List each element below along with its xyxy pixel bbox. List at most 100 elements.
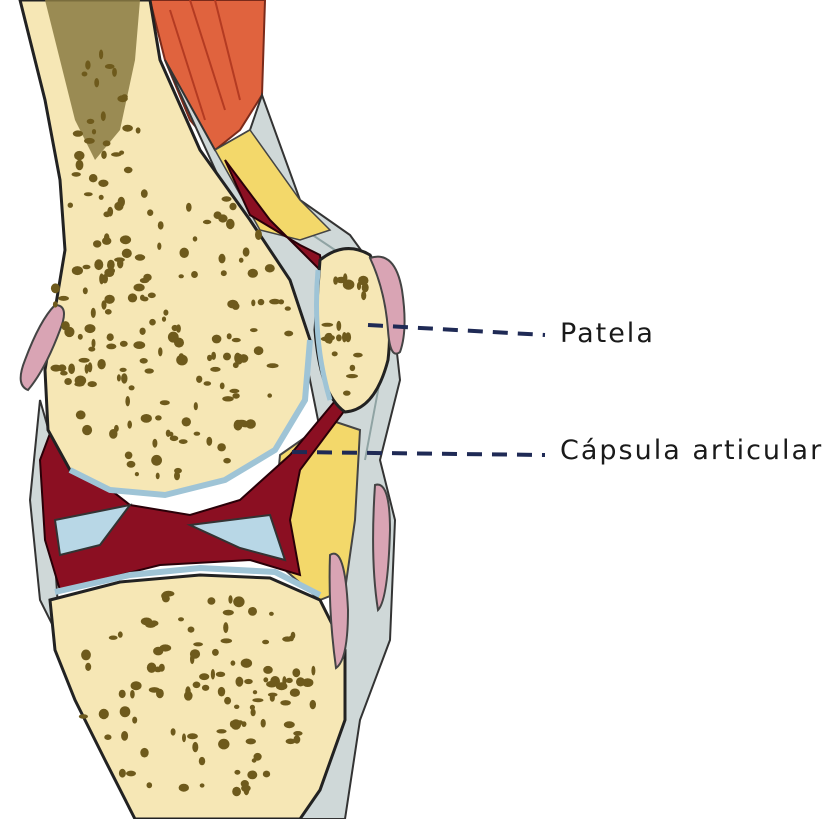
bone-pore <box>332 351 338 356</box>
bone-pore <box>135 254 145 260</box>
bone-pore <box>310 700 316 709</box>
bone-pore <box>284 721 295 728</box>
bone-pore <box>243 247 250 256</box>
bone-pore <box>91 308 96 318</box>
bone-pore <box>285 306 291 310</box>
bone-pore <box>169 432 174 437</box>
bone-pore <box>140 295 145 301</box>
bone-pore <box>182 417 191 426</box>
bone-pore <box>107 262 114 269</box>
bone-pore <box>85 60 90 69</box>
bone-pore <box>176 324 181 332</box>
bone-pore <box>361 291 366 300</box>
bone-pore <box>99 709 109 719</box>
bone-pore <box>84 138 95 144</box>
bone-pore <box>51 365 62 372</box>
bone-pore <box>156 689 164 698</box>
bone-pore <box>140 328 146 335</box>
bone-pore <box>140 278 149 283</box>
bone-pore <box>117 374 121 381</box>
bone-pore <box>321 323 333 327</box>
bone-pore <box>64 378 72 385</box>
bone-pore <box>192 742 198 752</box>
bone-pore <box>202 685 209 691</box>
bone-pore <box>231 660 236 665</box>
bone-pore <box>119 151 124 155</box>
bone-pore <box>122 125 133 132</box>
bone-pore <box>156 473 160 480</box>
bone-pore <box>124 167 133 173</box>
bone-pore <box>182 733 186 742</box>
bone-pore <box>252 758 257 762</box>
bone-pore <box>161 593 166 599</box>
bone-pore <box>82 425 92 435</box>
bone-pore <box>107 333 114 341</box>
bone-pore <box>112 68 117 77</box>
bone-pore <box>136 127 141 133</box>
bone-pore <box>353 353 363 358</box>
bone-pore <box>242 721 247 727</box>
bone-pore <box>163 310 168 316</box>
bone-pore <box>217 443 226 451</box>
bone-pore <box>92 129 96 134</box>
bone-pore <box>223 458 231 464</box>
bone-pore <box>147 782 153 788</box>
bone-pore <box>125 452 133 460</box>
bone-pore <box>140 358 148 364</box>
bone-pore <box>194 402 198 410</box>
bone-pore <box>114 202 123 211</box>
bone-pore <box>103 211 110 217</box>
bone-pore <box>120 341 128 347</box>
bone-pore <box>234 353 241 364</box>
tibia-bone <box>50 568 345 819</box>
bone-pore <box>133 341 145 349</box>
bone-pore <box>179 784 189 792</box>
bone-pore <box>76 160 84 171</box>
bone-pore <box>211 352 216 360</box>
bone-pore <box>85 324 96 333</box>
bone-pore <box>210 367 220 372</box>
bone-pore <box>105 64 115 69</box>
bone-pore <box>130 690 135 699</box>
bone-pore <box>179 353 184 357</box>
bone-pore <box>265 264 275 272</box>
bone-pore <box>241 659 252 668</box>
bone-pore <box>94 78 99 87</box>
bone-pore <box>101 151 107 159</box>
bone-pore <box>180 248 189 258</box>
bone-pore <box>206 437 212 446</box>
bone-pore <box>346 374 358 378</box>
bone-pore <box>141 189 148 198</box>
bone-pore <box>278 299 284 304</box>
bone-pore <box>89 174 98 182</box>
bone-pore <box>125 396 130 406</box>
bone-pore <box>131 681 142 690</box>
bone-pore <box>250 328 258 332</box>
bone-pore <box>311 666 315 676</box>
bone-pore <box>250 705 255 710</box>
bone-pore <box>141 414 152 423</box>
bone-pore <box>216 729 226 733</box>
bone-pore <box>254 346 264 355</box>
bone-pore <box>269 612 274 616</box>
bone-pore <box>255 229 262 240</box>
bone-pore <box>72 266 83 275</box>
bone-pore <box>270 694 275 702</box>
bone-pore <box>121 373 127 383</box>
bone-pore <box>227 300 238 309</box>
bone-pore <box>92 339 96 348</box>
bone-pore <box>76 410 86 419</box>
bone-pore <box>127 421 132 429</box>
bone-pore <box>223 622 228 633</box>
capsula-articular-label: Cápsula articular <box>560 435 823 466</box>
bone-pore <box>152 439 157 448</box>
bone-pore <box>83 287 88 294</box>
bone-pore <box>218 687 225 697</box>
bone-pore <box>228 595 232 603</box>
bone-pore <box>345 332 351 342</box>
bone-pore <box>98 180 108 187</box>
bone-pore <box>218 739 229 750</box>
bone-pore <box>261 719 266 728</box>
bone-pore <box>179 439 188 444</box>
